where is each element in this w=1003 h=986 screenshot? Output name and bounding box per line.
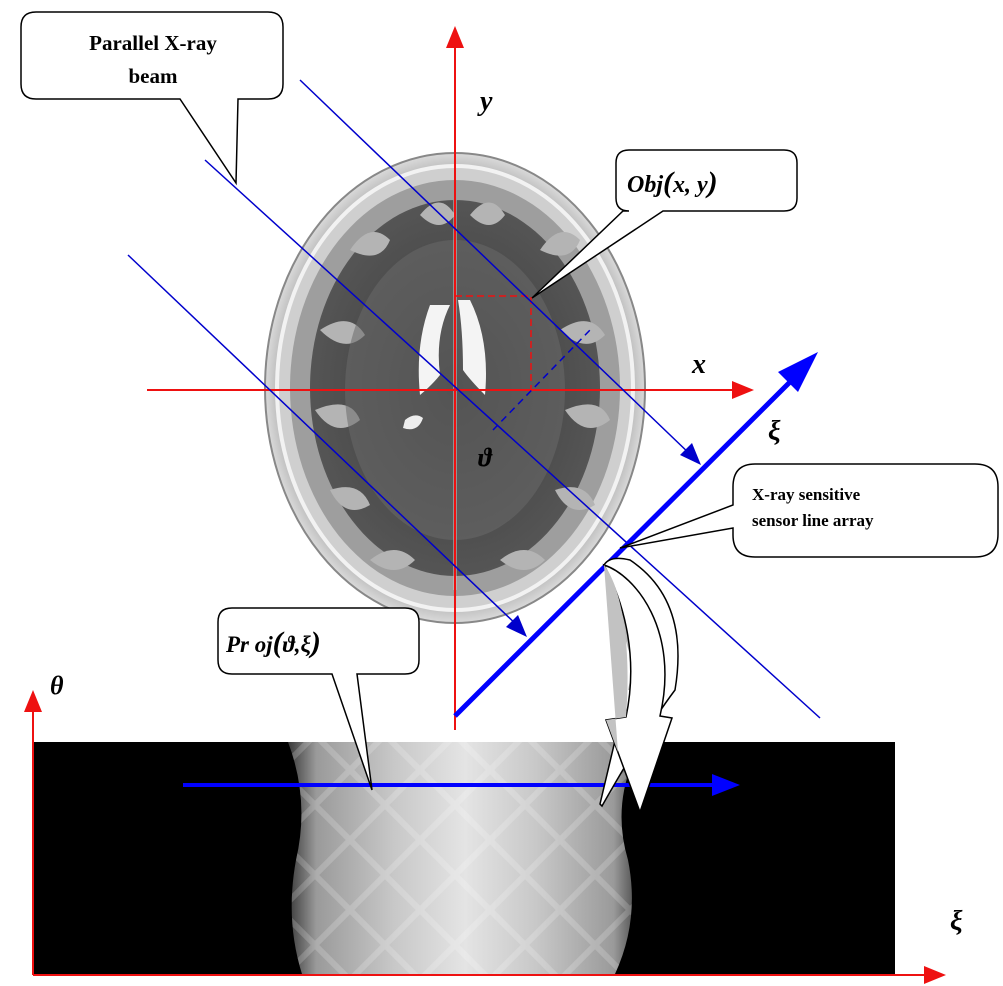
xi-axis-label: ξ	[768, 416, 781, 447]
callout-beam: Parallel X-ray beam	[21, 12, 283, 183]
theta-axis-arrowhead	[24, 690, 42, 712]
sinogram-xi-arrowhead	[924, 966, 946, 984]
angle-label: ϑ	[478, 443, 493, 472]
sinogram-image	[33, 742, 895, 974]
callout-object-args: x, y	[672, 172, 708, 198]
callout-sensor-line1: X-ray sensitive	[752, 485, 861, 504]
y-axis-label: y	[477, 86, 493, 117]
sinogram-xi-label: ξ	[950, 906, 963, 937]
x-axis-arrowhead	[732, 381, 754, 399]
callout-sensor: X-ray sensitive sensor line array	[620, 464, 998, 557]
callout-object-prefix: Obj	[627, 172, 663, 198]
y-axis-arrowhead	[446, 26, 464, 48]
x-axis-label: x	[691, 349, 706, 380]
callout-projection-args: ϑ,ξ	[283, 632, 312, 657]
theta-axis-label: θ	[50, 671, 64, 700]
callout-beam-line2: beam	[129, 64, 179, 88]
callout-beam-line1: Parallel X-ray	[89, 31, 217, 55]
beam-ray-3-arrowhead	[680, 443, 701, 465]
callout-projection-prefix: Pr oj	[225, 632, 273, 657]
callout-sensor-line2: sensor line array	[752, 511, 874, 530]
